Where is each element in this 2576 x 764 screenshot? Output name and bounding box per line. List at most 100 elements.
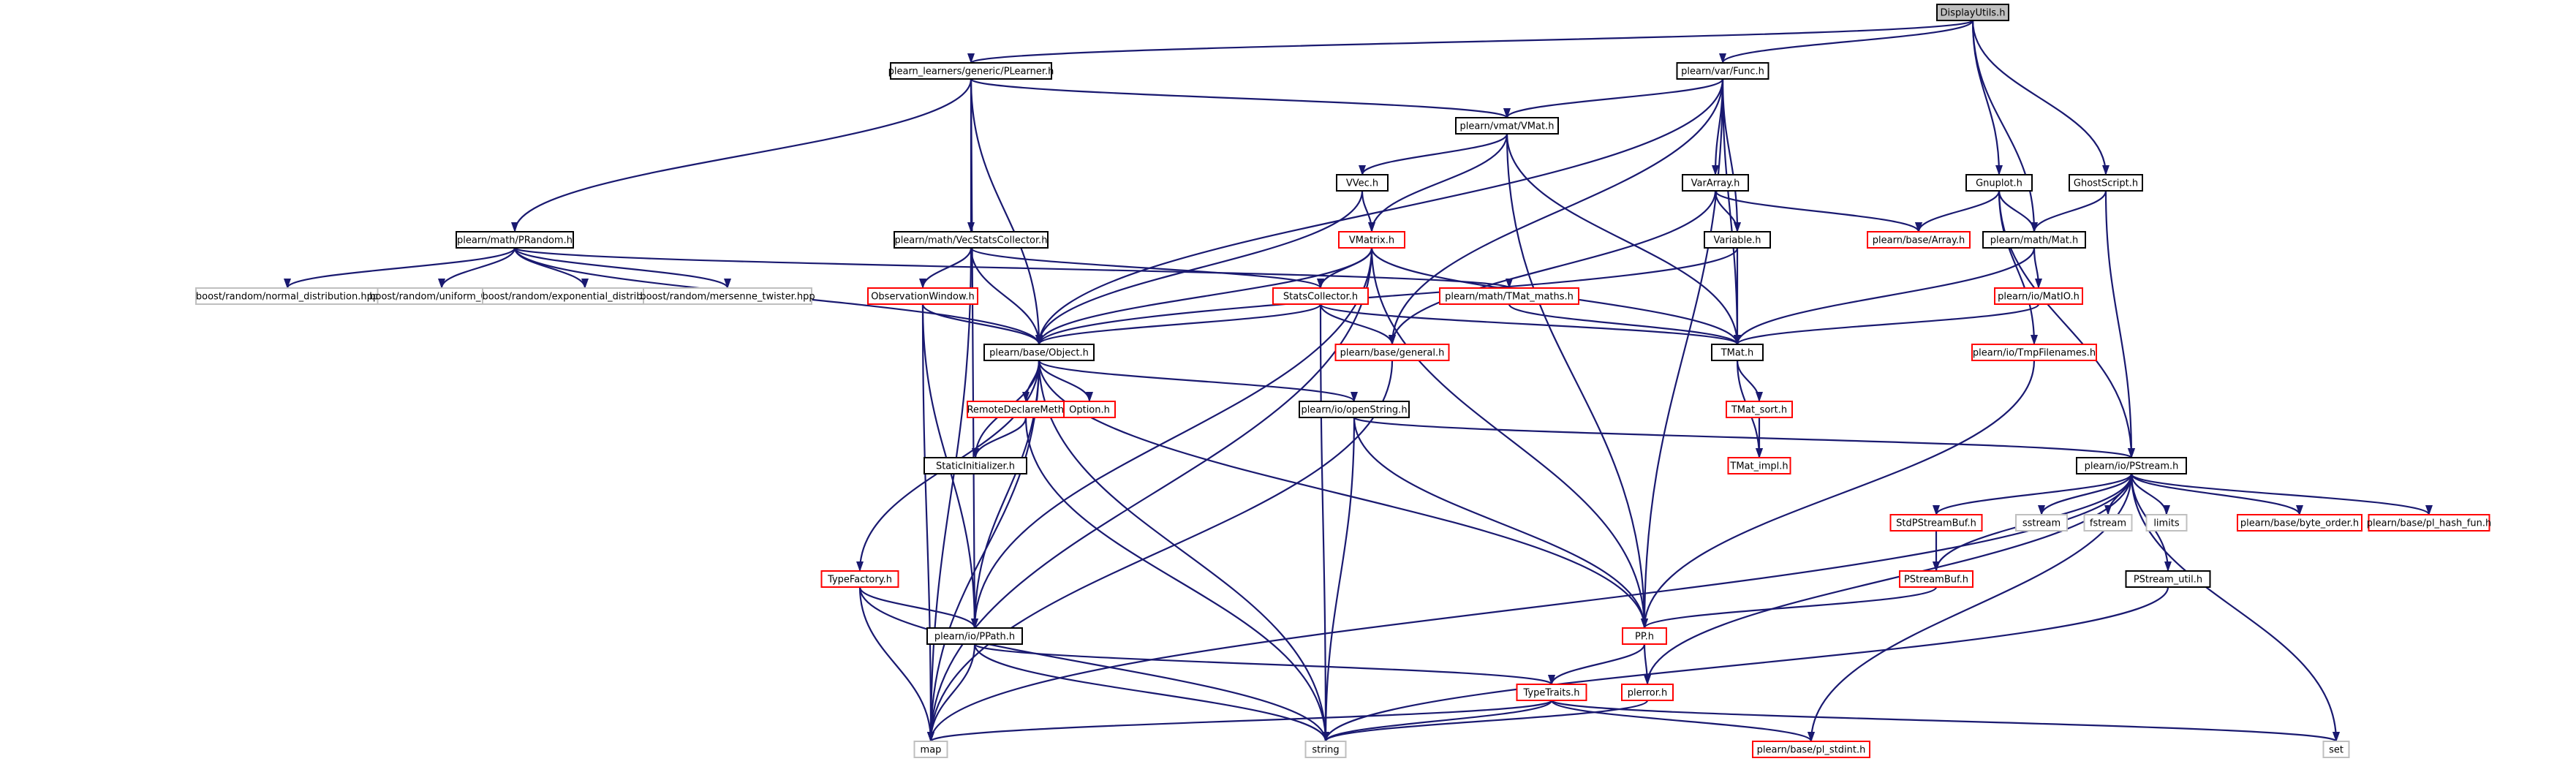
edge-plearn/io/PStream.h-to-plearn/base/pl_hash_fun.h bbox=[2130, 473, 2433, 515]
graph-node[interactable]: PStream_util.h bbox=[2125, 570, 2211, 588]
edge-PStream_util.h-to-string bbox=[1322, 586, 2169, 742]
node-box bbox=[1682, 174, 1749, 192]
graph-node[interactable]: boost/random/mersenne_twister.hpp bbox=[640, 287, 815, 305]
graph-node[interactable]: Option.h bbox=[1063, 401, 1116, 418]
edge-plearn/vmat/VMat.h-to-TMat.h bbox=[1506, 133, 1741, 345]
graph-node[interactable]: PStreamBuf.h bbox=[1899, 570, 1973, 588]
node-box bbox=[890, 62, 1052, 80]
node-label: plearn/math/TMat_maths.h bbox=[1445, 292, 1574, 303]
edge-RemoteDeclareMethod.h-to-StaticInitializer.h bbox=[972, 417, 1027, 458]
graph-node[interactable]: limits bbox=[2145, 514, 2188, 532]
graph-node[interactable]: plearn/math/VecStatsCollector.h bbox=[894, 231, 1049, 249]
edge-StatsCollector.h-to-plearn/base/general.h bbox=[1319, 303, 1396, 345]
node-box bbox=[2069, 174, 2143, 192]
graph-node[interactable]: TMat_impl.h bbox=[1727, 457, 1791, 474]
graph-node[interactable]: ObservationWindow.h bbox=[867, 287, 978, 305]
edge-PP.h-to-plerror.h bbox=[1643, 643, 1651, 685]
node-label: VVec.h bbox=[1346, 178, 1378, 189]
graph-node[interactable]: plearn/io/PPath.h bbox=[926, 627, 1023, 645]
graph-node[interactable]: VarArray.h bbox=[1682, 174, 1749, 192]
graph-node[interactable]: Variable.h bbox=[1704, 231, 1771, 249]
node-box bbox=[1304, 741, 1347, 758]
graph-node[interactable]: boost/random/normal_distribution.hpp bbox=[195, 287, 379, 305]
edge-plearn/math/Mat.h-to-plearn/io/MatIO.h bbox=[2033, 247, 2042, 289]
node-label: plearn/math/PRandom.h bbox=[457, 235, 573, 246]
edge-DisplayUtils.h-to-plearn/var/Func.h bbox=[1719, 20, 1974, 64]
graph-node[interactable]: PP.h bbox=[1622, 627, 1667, 645]
graph-node[interactable]: plearn/io/PStream.h bbox=[2076, 457, 2187, 474]
graph-node[interactable]: boost/random/exponential_distribution.hp… bbox=[482, 287, 688, 305]
graph-node[interactable]: plearn/io/openString.h bbox=[1299, 401, 1410, 418]
node-label: boost/random/uniform_01.hpp bbox=[369, 292, 514, 303]
node-box bbox=[1063, 401, 1116, 418]
graph-node[interactable]: VMatrix.h bbox=[1338, 231, 1405, 249]
node-box bbox=[1727, 457, 1791, 474]
graph-node[interactable]: plearn/base/Object.h bbox=[983, 344, 1095, 361]
node-label: plearn/base/Array.h bbox=[1873, 235, 1965, 246]
graph-node[interactable]: boost/random/uniform_01.hpp bbox=[369, 287, 514, 305]
graph-node[interactable]: plearn/math/TMat_maths.h bbox=[1439, 287, 1579, 305]
node-box bbox=[2368, 514, 2490, 532]
node-label: RemoteDeclareMethod.h bbox=[967, 405, 1084, 416]
node-box bbox=[1622, 627, 1667, 645]
graph-node[interactable]: plearn/io/TmpFilenames.h bbox=[1971, 344, 2097, 361]
node-box bbox=[643, 287, 812, 305]
edge-TypeFactory.h-to-string bbox=[858, 586, 1329, 742]
graph-node[interactable]: plearn_learners/generic/PLearner.h bbox=[888, 62, 1054, 80]
graph-node[interactable]: TMat_sort.h bbox=[1726, 401, 1793, 418]
edge-plearn/io/PPath.h-to-map bbox=[927, 643, 976, 742]
edge-plearn/var/Func.h-to-PP.h bbox=[1641, 78, 1724, 629]
graph-node[interactable]: plearn/base/Array.h bbox=[1867, 231, 1971, 249]
graph-node[interactable]: Gnuplot.h bbox=[1965, 174, 2033, 192]
edge-plearn_learners/generic/PLearner.h-to-plearn/vmat/VMat.h bbox=[970, 77, 1511, 119]
edge-plearn/io/PStream.h-to-sstream bbox=[2038, 473, 2133, 515]
graph-node[interactable]: plearn/base/pl_hash_fun.h bbox=[2367, 514, 2491, 532]
graph-node[interactable]: string bbox=[1304, 741, 1347, 758]
graph-node[interactable]: plearn/base/byte_order.h bbox=[2237, 514, 2362, 532]
graph-node[interactable]: plearn/base/pl_stdint.h bbox=[1752, 741, 1870, 758]
graph-node[interactable]: fstream bbox=[2083, 514, 2133, 532]
graph-node[interactable]: GhostScript.h bbox=[2069, 174, 2143, 192]
node-label: plearn/io/PPath.h bbox=[934, 632, 1015, 643]
graph-node[interactable]: plearn/var/Func.h bbox=[1676, 62, 1769, 80]
edge-plearn/math/PRandom.h-to-boost/random/mersenne_twister.hpp bbox=[513, 247, 731, 289]
node-label: fstream bbox=[2090, 518, 2126, 529]
node-label: plearn/io/MatIO.h bbox=[1998, 292, 2080, 303]
graph-node[interactable]: TMat.h bbox=[1711, 344, 1764, 361]
edge-Variable.h-to-plearn/base/Object.h bbox=[1035, 247, 1739, 345]
graph-node[interactable]: StaticInitializer.h bbox=[923, 457, 1027, 474]
graph-node[interactable]: plerror.h bbox=[1621, 684, 1674, 701]
node-box bbox=[894, 231, 1049, 249]
edge-VVec.h-to-plearn/base/Object.h bbox=[1035, 190, 1364, 345]
node-label: TypeTraits.h bbox=[1522, 688, 1579, 699]
edge-plearn/var/Func.h-to-plearn/base/general.h bbox=[1389, 78, 1724, 345]
edge-plearn_learners/generic/PLearner.h-to-plearn/math/PRandom.h bbox=[511, 78, 972, 232]
edge-PP.h-to-TypeTraits.h bbox=[1548, 643, 1646, 685]
graph-node[interactable]: VVec.h bbox=[1336, 174, 1389, 192]
graph-node[interactable]: DisplayUtils.h bbox=[1936, 4, 2009, 21]
graph-node[interactable]: plearn/math/PRandom.h bbox=[456, 231, 574, 249]
edge-VVec.h-to-VMatrix.h bbox=[1361, 190, 1375, 232]
graph-node[interactable]: plearn/io/MatIO.h bbox=[1994, 287, 2083, 305]
graph-node[interactable]: set bbox=[2322, 741, 2350, 758]
node-label: TMat_impl.h bbox=[1729, 461, 1788, 472]
node-label: TMat.h bbox=[1721, 348, 1754, 359]
node-label: plearn/base/pl_stdint.h bbox=[1757, 745, 1866, 756]
node-label: PStreamBuf.h bbox=[1904, 575, 1968, 586]
graph-node[interactable]: plearn/vmat/VMat.h bbox=[1455, 117, 1559, 135]
node-box bbox=[1336, 174, 1389, 192]
graph-node[interactable]: StdPStreamBuf.h bbox=[1889, 514, 1983, 532]
graph-node[interactable]: sstream bbox=[2015, 514, 2068, 532]
node-box bbox=[1299, 401, 1410, 418]
graph-node[interactable]: StatsCollector.h bbox=[1272, 287, 1369, 305]
edge-DisplayUtils.h-to-plearn/math/Mat.h bbox=[1971, 20, 2038, 232]
graph-node[interactable]: plearn/base/general.h bbox=[1334, 344, 1450, 361]
graph-node[interactable]: map bbox=[913, 741, 948, 758]
graph-node[interactable]: TypeTraits.h bbox=[1516, 684, 1587, 701]
graph-node[interactable]: TypeFactory.h bbox=[820, 570, 899, 588]
node-box bbox=[2015, 514, 2068, 532]
graph-node[interactable]: plearn/math/Mat.h bbox=[1982, 231, 2086, 249]
edge-plearn_learners/generic/PLearner.h-to-plearn/base/Object.h bbox=[970, 78, 1043, 345]
node-label: set bbox=[2329, 745, 2343, 756]
edge-Gnuplot.h-to-plearn/base/Array.h bbox=[1915, 190, 2001, 232]
